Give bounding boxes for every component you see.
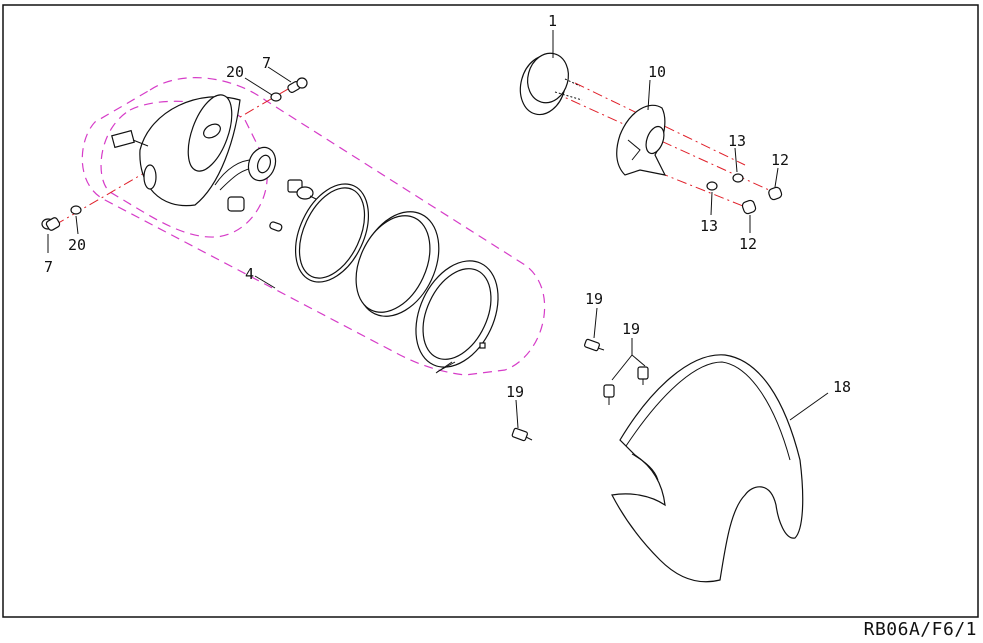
nut-12-lower bbox=[741, 199, 757, 215]
leader-lines bbox=[47, 30, 829, 429]
callout-12-lower: 12 bbox=[739, 235, 757, 253]
callout-20-top: 20 bbox=[226, 63, 244, 81]
callout-4: 4 bbox=[245, 265, 254, 283]
callout-13-upper: 13 bbox=[728, 132, 746, 150]
part-1-cap bbox=[519, 52, 583, 116]
rim-screw bbox=[435, 361, 453, 374]
callout-13-lower: 13 bbox=[700, 217, 718, 235]
callout-1: 1 bbox=[548, 12, 557, 30]
callout-20-left: 20 bbox=[68, 236, 86, 254]
bolt-7-top bbox=[287, 77, 308, 93]
callout-10: 10 bbox=[648, 63, 666, 81]
screw-19-c bbox=[637, 366, 649, 385]
headlight-bucket bbox=[111, 94, 241, 207]
bolt-7-left bbox=[41, 217, 61, 231]
washer-13-lower bbox=[706, 181, 718, 191]
callout-19-c: 19 bbox=[506, 383, 524, 401]
callout-7-top: 7 bbox=[262, 54, 271, 72]
headlight-rim bbox=[415, 260, 499, 373]
screw-19-a bbox=[584, 338, 605, 352]
drawing-frame bbox=[2, 4, 979, 618]
screw-19-d bbox=[511, 427, 533, 442]
callout-19-b: 19 bbox=[622, 320, 640, 338]
wiring-harness bbox=[214, 146, 277, 212]
callout-19-a: 19 bbox=[585, 290, 603, 308]
part-18-visor bbox=[611, 354, 804, 583]
headlight-lens bbox=[355, 211, 440, 317]
screw-19-b bbox=[603, 384, 615, 405]
callout-18: 18 bbox=[833, 378, 851, 396]
headlight-bulb bbox=[287, 179, 319, 201]
washer-20-left bbox=[70, 205, 82, 215]
position-bulb bbox=[269, 221, 283, 232]
seal-ring bbox=[295, 183, 369, 283]
callout-12-upper: 12 bbox=[771, 151, 789, 169]
drawing-code: RB06A/F6/1 bbox=[863, 619, 977, 640]
callout-7-left: 7 bbox=[44, 258, 53, 276]
callout-labels: 1 10 13 12 13 12 20 7 20 7 4 19 19 19 18 bbox=[44, 12, 851, 401]
washer-20-top bbox=[270, 92, 282, 102]
part-10-bracket bbox=[616, 104, 667, 176]
washer-13-upper bbox=[732, 173, 744, 183]
nut-12-upper bbox=[768, 186, 783, 201]
